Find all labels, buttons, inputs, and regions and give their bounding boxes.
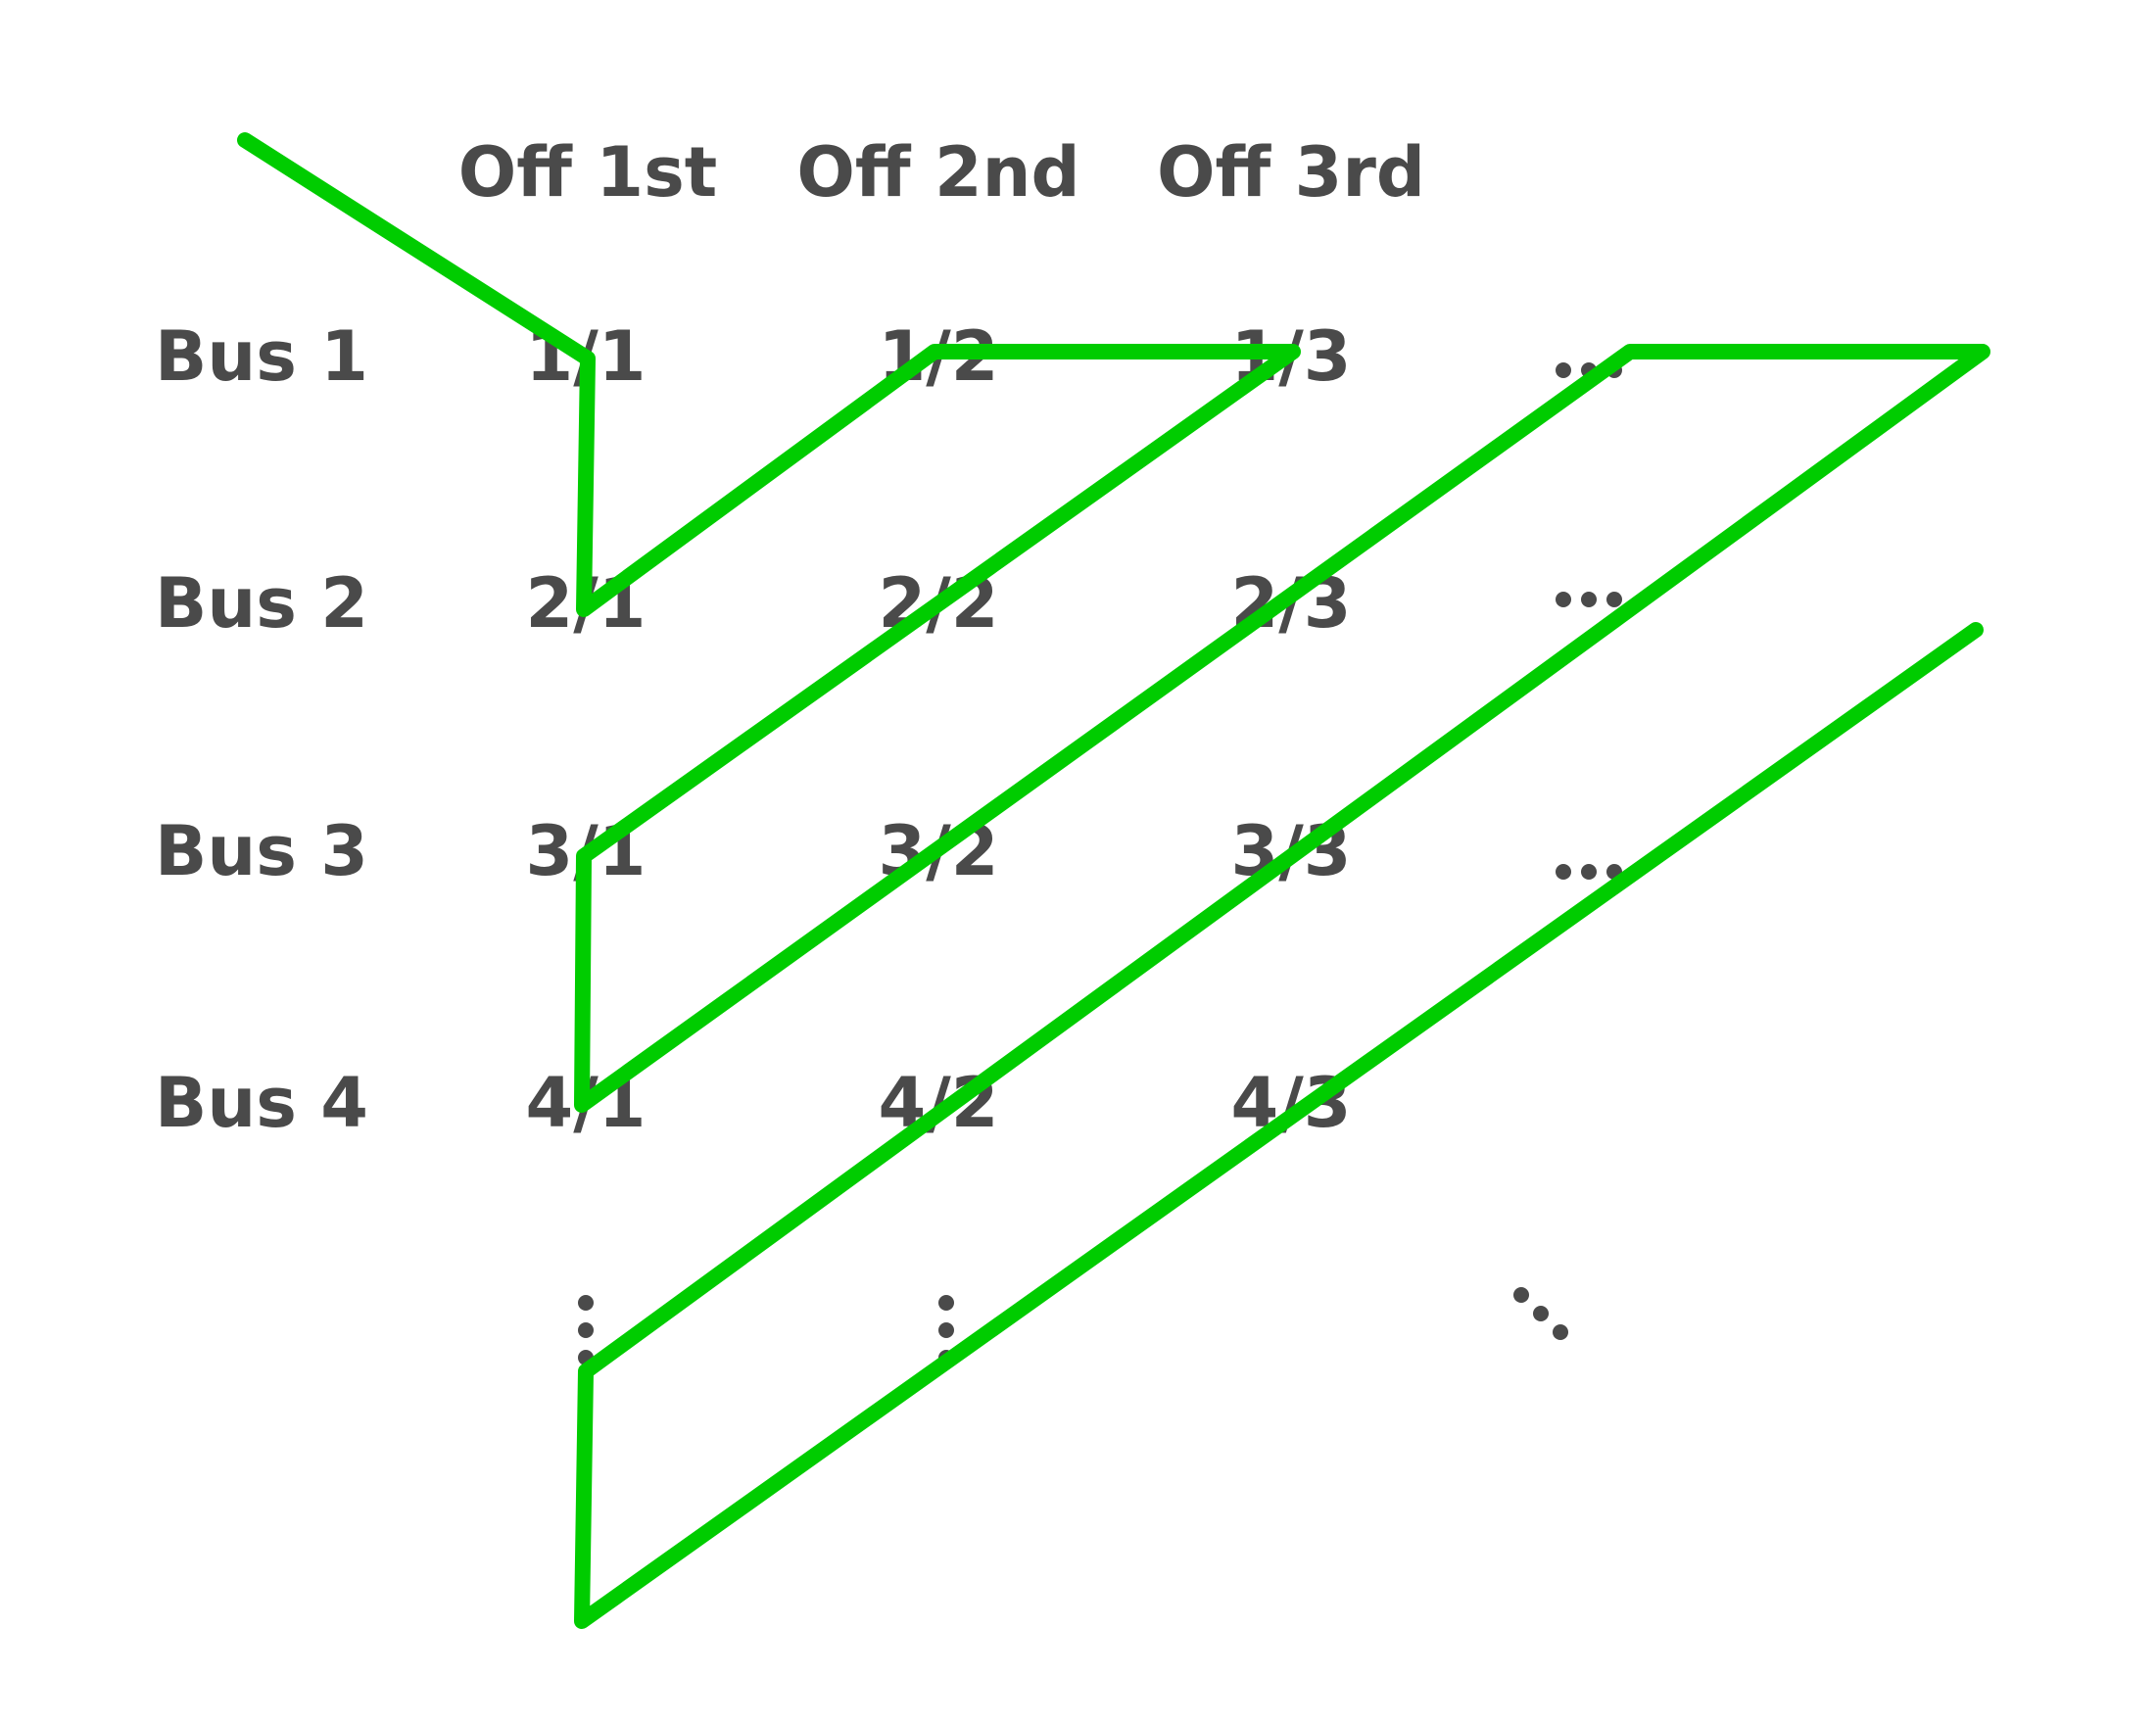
column-1-vertical-ellipsis [578, 1295, 594, 1365]
row-header-3: Bus 3 [155, 811, 368, 891]
row-header-2: Bus 2 [155, 563, 368, 644]
column-header-3: Off 3rd [1157, 132, 1425, 213]
diagonal-ellipsis [1513, 1287, 1568, 1340]
row-3-ellipsis [1556, 864, 1622, 880]
row-2-ellipsis [1556, 592, 1622, 607]
cell-4-3: 4/3 [1231, 1063, 1352, 1143]
column-header-2: Off 2nd [796, 132, 1079, 213]
enumeration-zigzag-path [237, 132, 1990, 1629]
column-header-1: Off 1st [458, 132, 717, 213]
row-header-4: Bus 4 [155, 1063, 368, 1143]
row-header-1: Bus 1 [155, 316, 368, 397]
